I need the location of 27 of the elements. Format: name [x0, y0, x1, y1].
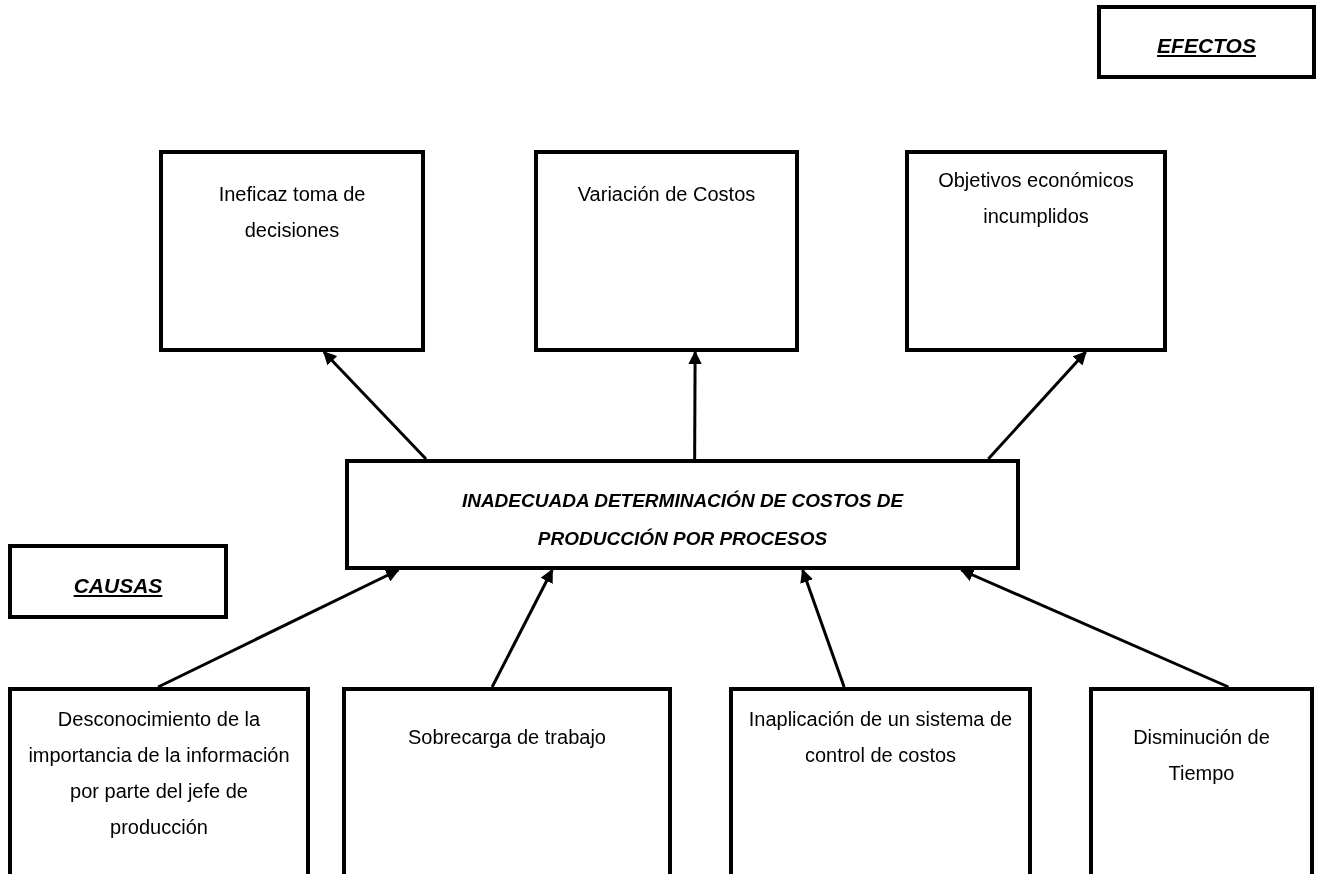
arrow: [960, 568, 1230, 689]
text-box: [8, 687, 310, 874]
box-text: Inaplicación de un sistema de control de costos: [747, 707, 1014, 768]
arrow: [800, 568, 846, 688]
text-box: [1089, 687, 1314, 874]
text-box: [159, 150, 425, 352]
box-text: EFECTOS: [1157, 33, 1256, 59]
box-text: Desconocimiento de la importancia de la información por parte del jefe de producción: [27, 707, 291, 840]
text-box: [905, 150, 1167, 352]
box-text: Sobrecarga de trabajo: [408, 725, 606, 750]
box-text: Objetivos económicos incumplidos: [937, 168, 1135, 229]
arrow: [322, 350, 428, 461]
section-heading-box: [8, 544, 228, 619]
arrow: [987, 351, 1087, 460]
box-text: CAUSAS: [73, 572, 163, 599]
arrow: [157, 568, 400, 689]
box-text: INADECUADA DETERMINACIÓN DE COSTOS DE PRODUCCIÓN POR PROCESOS: [460, 488, 905, 551]
arrow: [490, 568, 554, 688]
box-text: Ineficaz toma de decisiones: [217, 182, 367, 243]
problem-box: [345, 459, 1020, 570]
box-text: Disminución de Tiempo: [1132, 725, 1271, 786]
text-box: [534, 150, 799, 352]
box-text: Variación de Costos: [577, 182, 756, 207]
section-heading-box: [1097, 5, 1316, 79]
text-box: [729, 687, 1032, 874]
arrow: [688, 350, 702, 459]
text-box: [342, 687, 672, 874]
